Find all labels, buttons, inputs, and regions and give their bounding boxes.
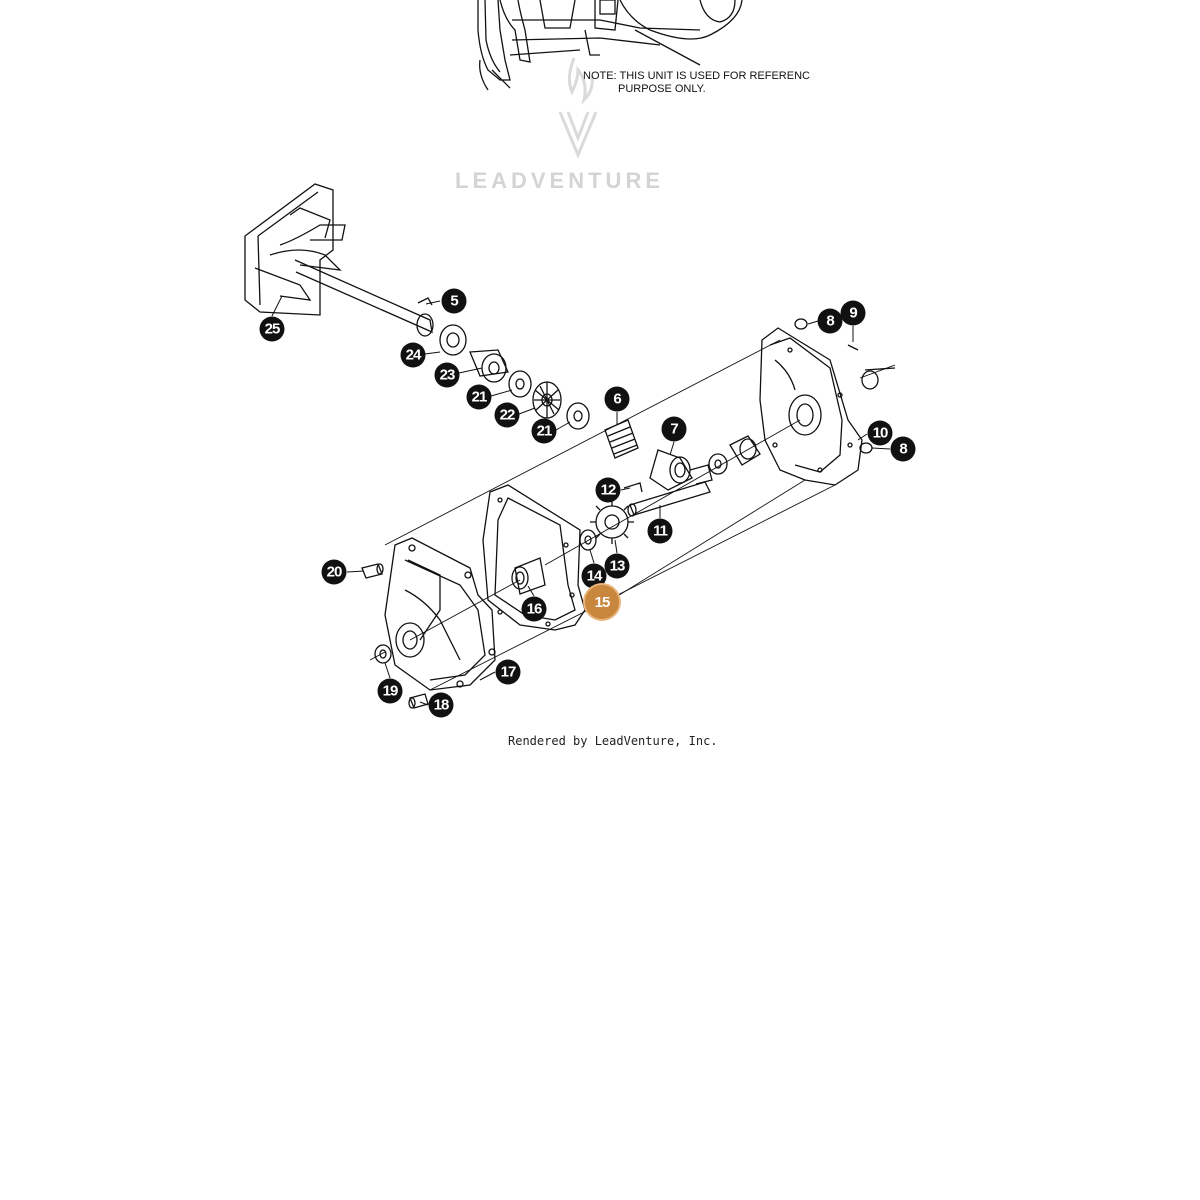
bushing — [511, 557, 546, 595]
callout-21b[interactable]: 21 — [531, 418, 557, 444]
callout-13[interactable]: 13 — [604, 553, 630, 579]
note-line-2: PURPOSE ONLY. — [618, 83, 706, 95]
callout-8a[interactable]: 8 — [817, 308, 843, 334]
render-credit: Rendered by LeadVenture, Inc. — [508, 734, 718, 748]
unit-sketch — [477, 0, 743, 91]
callout-9[interactable]: 9 — [840, 300, 866, 326]
callout-18[interactable]: 18 — [428, 692, 454, 718]
callout-16[interactable]: 16 — [521, 596, 547, 622]
auger-plate-assembly — [244, 183, 434, 337]
callout-12[interactable]: 12 — [595, 477, 621, 503]
callout-21a[interactable]: 21 — [466, 384, 492, 410]
callout-14[interactable]: 14 — [581, 563, 607, 589]
note-line-1: NOTE: THIS UNIT IS USED FOR REFERENC — [583, 70, 810, 82]
callout-15[interactable]: 15 — [585, 585, 619, 619]
callout-19[interactable]: 19 — [377, 678, 403, 704]
alignment-lines — [369, 339, 896, 691]
callout-20[interactable]: 20 — [321, 559, 347, 585]
callout-6[interactable]: 6 — [604, 386, 630, 412]
callout-25[interactable]: 25 — [259, 316, 285, 342]
callout-24[interactable]: 24 — [400, 342, 426, 368]
callout-17[interactable]: 17 — [495, 659, 521, 685]
callout-11[interactable]: 11 — [647, 518, 673, 544]
callout-5[interactable]: 5 — [441, 288, 467, 314]
watermark-logo — [558, 57, 598, 159]
watermark-text: LEADVENTURE — [455, 168, 665, 193]
right-gear-housing — [759, 318, 896, 486]
bearing-stack — [439, 324, 590, 430]
reference-note: NOTE: THIS UNIT IS USED FOR REFERENC PUR… — [583, 70, 810, 96]
gasket — [482, 484, 586, 631]
callout-7[interactable]: 7 — [661, 416, 687, 442]
left-gear-housing — [384, 537, 496, 691]
callout-23[interactable]: 23 — [434, 362, 460, 388]
callout-22[interactable]: 22 — [494, 402, 520, 428]
leader-lines — [271, 295, 891, 706]
hardware — [361, 563, 429, 709]
callout-8b[interactable]: 8 — [890, 436, 916, 462]
callout-10[interactable]: 10 — [867, 420, 893, 446]
